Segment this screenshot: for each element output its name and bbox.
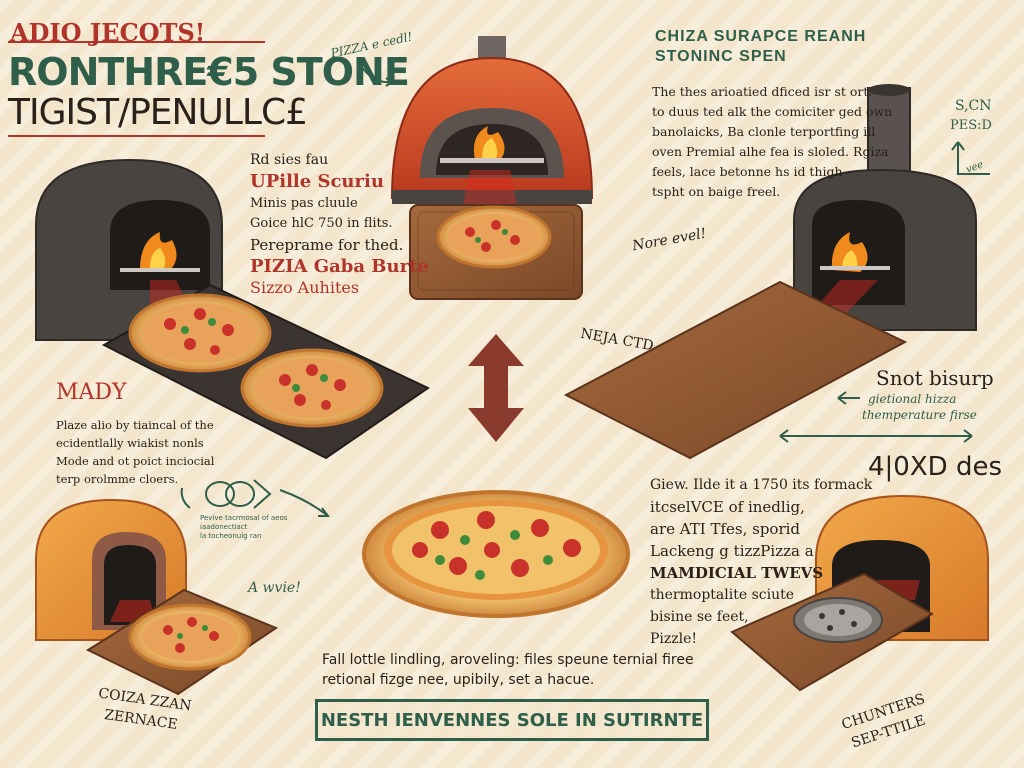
right-line: Giew. Ilde it a 1750 its formack xyxy=(650,477,873,493)
snot-line-2: themperature firse xyxy=(862,408,977,422)
top-right-title-1: CHIZA SURAPCE REANH xyxy=(655,28,867,45)
dark-oven-left xyxy=(35,158,223,341)
mady-line: terp orolmme cloers. xyxy=(56,472,179,486)
header-line-2: RONTHRE€5 STONE xyxy=(8,50,410,94)
right-text-block: Giew. Ilde it a 1750 its formack itcselV… xyxy=(650,474,872,650)
pizza-top xyxy=(436,205,552,269)
right-line: bisine se feet, xyxy=(650,609,749,625)
mady-line: Mode and ot poict inciocial xyxy=(56,454,215,468)
right-line: Lackeng g tizzPizza a xyxy=(650,542,814,560)
temp-label: 4|0XD des xyxy=(868,452,1002,482)
bottom-text: Fall lottle lindling, aroveling: files s… xyxy=(322,650,694,690)
paragraph-line: oven Premial alhe fea is sloled. Rgiza xyxy=(652,144,889,159)
paragraph-line: to duus ted alk the comiciter ged own xyxy=(652,104,893,119)
bottom-line: Fall lottle lindling, aroveling: files s… xyxy=(322,652,694,668)
sketch-line: Pevive tacrmosal of aeos xyxy=(200,514,288,522)
right-line: thermoptalite sciute xyxy=(650,587,795,603)
wood-plank-right xyxy=(563,280,908,460)
double-arrow-icon xyxy=(468,334,524,442)
right-line: MAMDICIAL TWEVS xyxy=(650,564,824,582)
dome-oven xyxy=(390,36,594,220)
sketch-diagram-text: Pevive tacrmosal of aeos iaadonectiact l… xyxy=(200,514,287,541)
orange-oven-left xyxy=(35,498,187,641)
mady-block: Plaze alio by tiaincal of the ecidentlal… xyxy=(56,416,214,488)
decor-arrows xyxy=(279,63,990,517)
sketch-line: iaadonectiact xyxy=(200,523,248,531)
top-right-title-2: STONINC SPEN xyxy=(655,48,787,65)
footer-title: NESTH IENVENNES SOLE IN SUTIRNTE xyxy=(320,709,704,731)
header-rule xyxy=(8,41,265,137)
left-line: UPille Scuriu xyxy=(250,171,384,192)
mady-line: ecidentlally wiakist nonls xyxy=(56,436,204,450)
paragraph-line: tspht on baige freel. xyxy=(652,184,781,199)
sketch-line: la tocheonuig ran xyxy=(200,532,262,540)
sketch-diagram xyxy=(180,479,272,509)
right-line: Pizzle! xyxy=(650,631,698,647)
left-line: PIZIA Gaba Burte xyxy=(250,256,429,277)
chimney-note-2: PES:D xyxy=(950,118,992,133)
right-line: are ATI Tfes, sporid xyxy=(650,520,801,538)
footer-title-box: NESTH IENVENNES SOLE IN SUTIRNTE xyxy=(315,699,709,741)
pizza-center xyxy=(362,490,630,618)
left-text-block: Rd sies fau UPille Scuriu Minis pas cluu… xyxy=(250,150,429,298)
left-line: Minis pas cluule xyxy=(250,196,358,211)
bottom-line: retional fizge nee, upibily, set a hacue… xyxy=(322,672,595,688)
wow-note: A wvie! xyxy=(248,580,301,596)
chimney-note-1: S,CN xyxy=(955,98,992,114)
mady-line: Plaze alio by tiaincal of the xyxy=(56,418,214,432)
top-right-paragraph: The thes arioatied dficed isr st ort. to… xyxy=(652,82,892,202)
left-line: Rd sies fau xyxy=(250,152,329,168)
pizza-left-2 xyxy=(240,348,384,428)
header-line-3: TIGIST/PENULLC£ xyxy=(8,92,308,133)
pizza-bottom-left xyxy=(128,603,252,671)
snot-title: Snot bisurp xyxy=(876,366,994,390)
left-line: Sizzo Auhites xyxy=(250,278,360,297)
dark-oven-right xyxy=(793,84,977,331)
right-line: itcselVCE of inedlig, xyxy=(650,498,805,516)
snot-line-1: gietional hizza xyxy=(868,392,957,406)
pizza-cutter-icon xyxy=(793,597,883,643)
mady-title: MADY xyxy=(56,380,127,405)
left-line: Goice hlC 750 in flits. xyxy=(250,216,393,231)
left-line: Pereprame for thed. xyxy=(250,236,404,254)
paragraph-line: feels, lace betonne hs id thigh xyxy=(652,164,843,179)
paragraph-line: The thes arioatied dficed isr st ort. xyxy=(652,84,873,99)
header-line-1: ADIO JECOTS! xyxy=(10,18,206,47)
pizza-left-1 xyxy=(128,293,272,373)
paragraph-line: banolaicks, Ba clonle terportfing ill xyxy=(652,124,876,139)
